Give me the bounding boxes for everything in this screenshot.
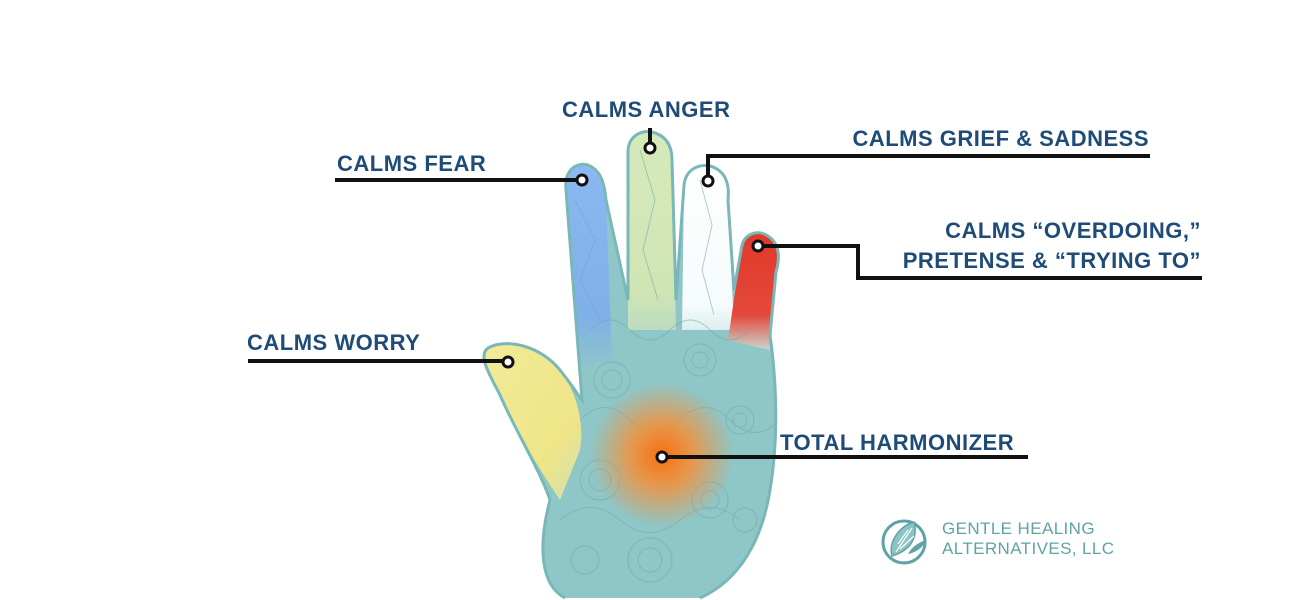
leader-overdoing	[758, 244, 1202, 280]
dot-grief	[701, 174, 715, 188]
brand-name: GENTLE HEALING ALTERNATIVES, LLC	[942, 519, 1114, 559]
ring-finger-anger	[628, 131, 676, 330]
label-calms-grief: CALMS GRIEF & SADNESS	[852, 126, 1149, 151]
hand-outline	[482, 130, 780, 600]
label-total-harmonizer: TOTAL HARMONIZER	[780, 430, 1015, 455]
brand-line2: ALTERNATIVES, LLC	[942, 539, 1115, 558]
brand-logo: GENTLE HEALING ALTERNATIVES, LLC	[878, 516, 1128, 566]
label-calms-overdoing-line1: CALMS “OVERDOING,”	[945, 218, 1201, 243]
label-calms-anger: CALMS ANGER	[562, 97, 731, 122]
dot-harmonizer	[655, 450, 669, 464]
leader-grief	[706, 154, 1150, 180]
leader-lines	[248, 128, 1202, 459]
dot-worry	[501, 355, 515, 369]
dot-anger	[643, 141, 657, 155]
label-calms-worry: CALMS WORRY	[247, 330, 421, 355]
thumb-worry	[483, 343, 582, 500]
dot-overdoing	[751, 239, 765, 253]
endpoint-dots	[501, 141, 765, 464]
dot-fear	[575, 173, 589, 187]
label-calms-fear: CALMS FEAR	[337, 151, 487, 176]
brand-line1: GENTLE HEALING	[942, 519, 1095, 538]
pinky-finger-fear	[565, 164, 612, 370]
middle-finger-grief	[682, 165, 734, 330]
lotus-leaf-logo-icon	[881, 519, 927, 565]
label-calms-overdoing-line2: PRETENSE & “TRYING TO”	[902, 248, 1201, 273]
hand	[483, 131, 779, 598]
index-finger-overdoing	[728, 232, 779, 350]
